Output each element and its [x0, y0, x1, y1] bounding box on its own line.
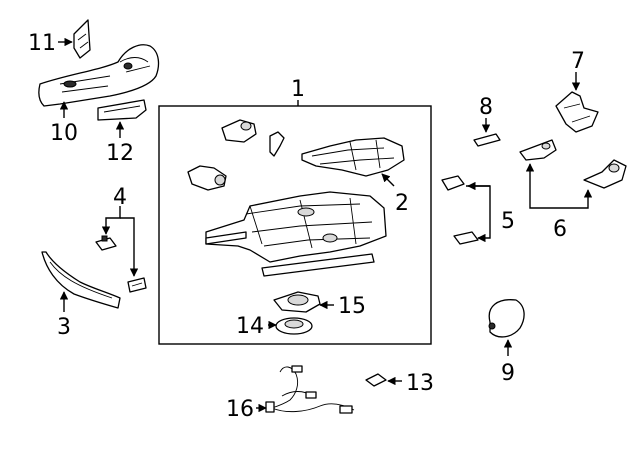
part-10-side-shield — [38, 44, 160, 107]
callout-labels: 1 2 3 4 5 6 7 8 9 10 11 12 13 14 15 16 — [28, 31, 585, 422]
callout-12: 12 — [106, 141, 134, 166]
part-8-small-bracket — [473, 133, 501, 147]
callout-15: 15 — [338, 294, 366, 319]
part-7-bracket — [555, 91, 599, 133]
part-1-seat-adjuster-frame — [205, 191, 387, 277]
leader-lines — [58, 37, 593, 413]
callout-3: 3 — [57, 315, 71, 340]
part-13-small-clip — [365, 373, 387, 387]
part-1-motor-left — [187, 165, 227, 191]
part-4-clip-upper — [95, 235, 117, 251]
part-1-motor-upper — [221, 119, 257, 143]
callout-9: 9 — [501, 361, 515, 386]
callout-7: 7 — [571, 49, 585, 74]
callout-10: 10 — [50, 121, 78, 146]
callout-5: 5 — [501, 209, 515, 234]
callout-16: 16 — [226, 397, 254, 422]
callout-2: 2 — [395, 191, 409, 216]
part-2-upper-bracket — [301, 137, 405, 177]
part-11-bracket — [73, 19, 91, 59]
part-6-bracket-right — [583, 159, 627, 189]
callout-11: 11 — [28, 31, 56, 56]
part-4-clip-lower — [127, 277, 147, 293]
part-9-knob-cover — [488, 299, 525, 338]
part-3-cover-strip — [41, 251, 121, 309]
callout-14: 14 — [236, 314, 264, 339]
callout-13: 13 — [406, 371, 434, 396]
part-14-lower-disc — [275, 317, 313, 335]
assembly-frame-box — [158, 105, 432, 345]
callout-1: 1 — [291, 77, 305, 102]
part-15-upper-disc — [273, 291, 321, 313]
callout-4: 4 — [113, 185, 127, 210]
callout-8: 8 — [479, 95, 493, 120]
part-1-small-bolt — [269, 131, 285, 157]
part-5-clip-lower — [453, 231, 479, 245]
part-6-bracket-left — [519, 139, 557, 161]
part-16-wiring-harness — [265, 365, 355, 414]
callout-6: 6 — [553, 217, 567, 242]
part-5-clip-upper — [441, 175, 465, 191]
part-12-trim-bracket — [97, 99, 147, 121]
